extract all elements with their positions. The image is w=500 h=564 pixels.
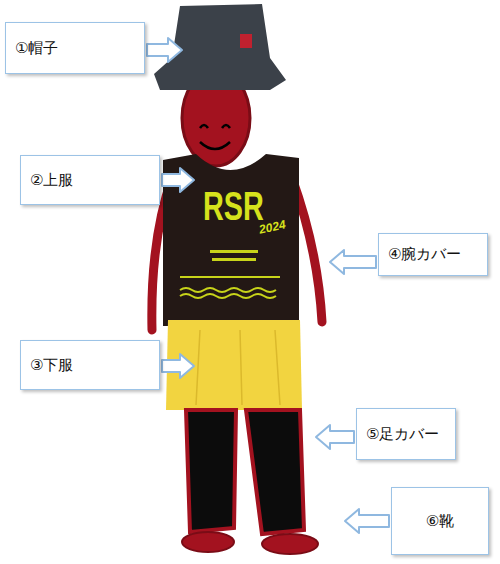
shirt-print [210, 250, 258, 253]
callout-arrow [162, 168, 194, 192]
part-label: ④腕カバー [388, 245, 461, 264]
part-label: ⑤足カバー [366, 425, 439, 444]
hat-badge [240, 34, 252, 48]
part-label: ①帽子 [15, 39, 58, 58]
part-label: ③下服 [30, 356, 73, 375]
right-leg-cover [246, 410, 304, 534]
shirt-print-text: RSR [203, 186, 264, 226]
part-label: ⑥靴 [426, 512, 454, 531]
skirt-fold [196, 330, 280, 405]
callout-box: ⑤足カバー [356, 408, 456, 460]
callout-box: ②上服 [20, 155, 160, 205]
callout-arrow [316, 425, 354, 449]
right-shoe [262, 534, 318, 554]
shirt-print [180, 276, 280, 278]
callout-box: ④腕カバー [378, 233, 488, 276]
callout-arrow [162, 354, 194, 378]
callout-box: ⑥靴 [391, 487, 489, 555]
callout-box: ①帽子 [5, 22, 145, 74]
callout-box: ③下服 [20, 340, 160, 390]
callout-arrow [330, 250, 376, 274]
shirt-wave [180, 294, 276, 298]
callout-arrow [345, 509, 389, 533]
left-leg-cover [186, 410, 236, 532]
shirt-wave [180, 288, 276, 292]
part-label: ②上服 [30, 171, 73, 190]
shirt [163, 154, 299, 326]
eyes [200, 125, 230, 128]
left-shoe [182, 532, 234, 552]
callout-arrow [147, 38, 182, 62]
mouth [200, 142, 230, 149]
shirt-print [212, 258, 256, 261]
